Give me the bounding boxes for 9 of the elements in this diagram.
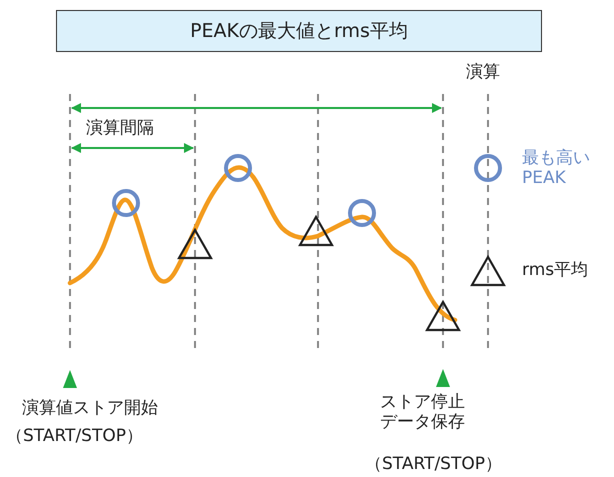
legend-text: 最も高い PEAK — [522, 148, 591, 189]
label: （START/STOP） — [365, 454, 502, 474]
label: （START/STOP） — [6, 426, 143, 446]
label: 演算間隔 — [86, 118, 154, 138]
title: PEAKの最大値とrms平均 — [56, 10, 542, 52]
label: 演算値ストア開始 — [22, 398, 158, 418]
label: 演算 — [466, 62, 500, 82]
legend-text: rms平均 — [522, 260, 588, 280]
label: ストア停止データ保存 — [380, 392, 466, 433]
